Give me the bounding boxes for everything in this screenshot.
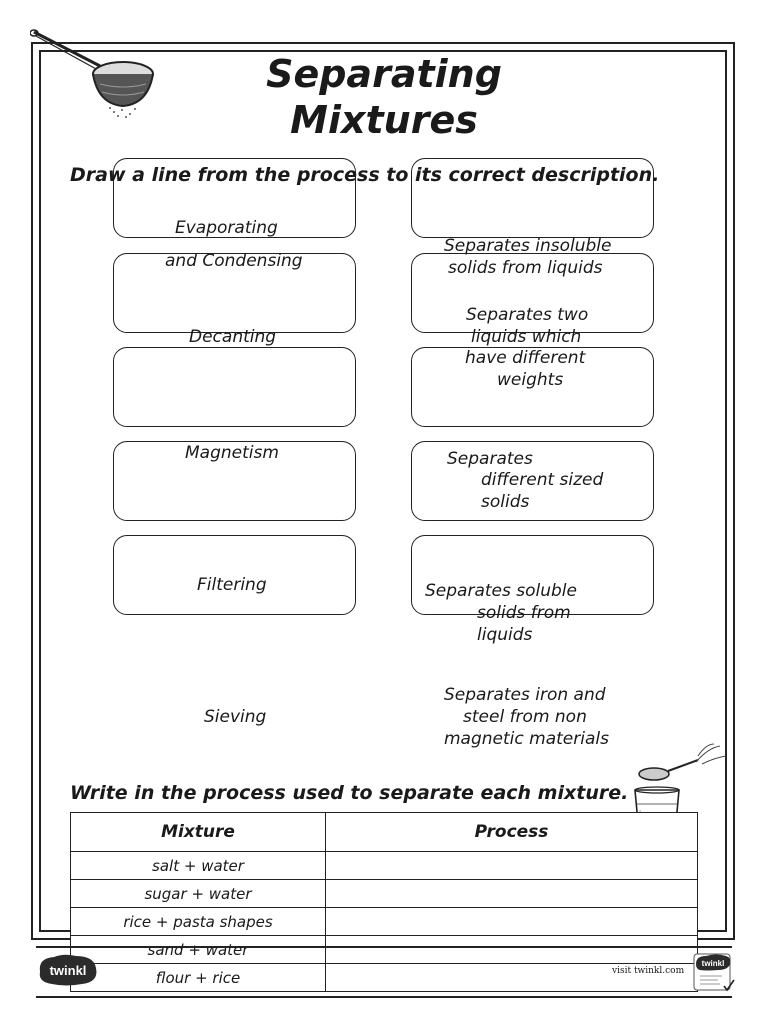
header-process: Process <box>325 812 698 852</box>
sieve-icon <box>30 29 154 118</box>
process-magnetism: Magnetism <box>185 443 279 463</box>
desc-soluble-line-3: liquids <box>477 625 533 645</box>
header-mixture: Mixture <box>70 812 326 852</box>
description-box-4[interactable] <box>411 441 654 521</box>
title-line-1: Separating <box>266 52 502 96</box>
spoon-icon <box>638 743 727 781</box>
mixture-cell: sand + water <box>70 935 326 964</box>
desc-two-liquids-line-3: have different <box>465 348 586 368</box>
desc-soluble-line-2: solids from <box>477 603 571 623</box>
process-decanting: Decanting <box>189 327 277 347</box>
process-box-1[interactable] <box>113 158 356 238</box>
description-box-3[interactable] <box>411 347 654 427</box>
description-box-1[interactable] <box>411 158 654 238</box>
table-row: sand + water <box>70 935 698 964</box>
desc-two-liquids-line-2: liquids which <box>471 327 582 347</box>
desc-sized-line-3: solids <box>481 492 530 512</box>
desc-iron-line-2: steel from non <box>463 707 587 727</box>
table-row: sugar + water <box>70 879 698 908</box>
description-box-2[interactable] <box>411 253 654 333</box>
process-filtering: Filtering <box>197 575 267 595</box>
process-answer-cell[interactable] <box>325 907 698 936</box>
check-icon <box>723 979 735 992</box>
table-row: salt + water <box>70 851 698 880</box>
mixture-cell: rice + pasta shapes <box>70 907 326 936</box>
desc-two-liquids-line-4: weights <box>497 370 564 390</box>
process-evaporating-line-2: and Condensing <box>165 251 303 271</box>
process-answer-cell[interactable] <box>325 851 698 880</box>
table-row: flour + rice <box>70 963 698 992</box>
desc-sized-line-1: Separates <box>447 449 533 469</box>
table-row: rice + pasta shapes <box>70 907 698 936</box>
twinkl-badge: twinkl <box>693 953 735 992</box>
process-box-5[interactable] <box>113 535 356 615</box>
process-box-4[interactable] <box>113 441 356 521</box>
desc-insoluble-line-2: solids from liquids <box>448 258 603 278</box>
footer-line-top <box>36 946 732 948</box>
table-instruction: Write in the process used to separate ea… <box>70 782 629 804</box>
twinkl-badge-text: twinkl <box>702 959 725 968</box>
desc-two-liquids-line-1: Separates two <box>466 305 589 325</box>
mixture-cell: flour + rice <box>70 963 326 992</box>
table-header-row: Mixture Process <box>70 812 698 852</box>
desc-soluble-line-1: Separates soluble <box>425 581 577 601</box>
desc-sized-line-2: different sized <box>481 470 604 490</box>
mixture-table: Mixture Process salt + water sugar + wat… <box>70 812 698 992</box>
process-box-2[interactable] <box>113 253 356 333</box>
process-answer-cell[interactable] <box>325 879 698 908</box>
description-box-5[interactable] <box>411 535 654 615</box>
mixture-cell: sugar + water <box>70 879 326 908</box>
matching-instruction: Draw a line from the process to its corr… <box>70 164 660 186</box>
mixture-cell: salt + water <box>70 851 326 880</box>
title-line-2: Mixtures <box>290 98 478 142</box>
process-answer-cell[interactable] <box>325 935 698 964</box>
process-answer-cell[interactable] <box>325 963 698 992</box>
process-sieving: Sieving <box>204 707 267 727</box>
twinkl-logo-text: twinkl <box>50 963 87 978</box>
visit-link[interactable]: visit twinkl.com <box>612 966 685 976</box>
footer-line-bottom <box>36 996 732 998</box>
process-evaporating-line-1: Evaporating <box>175 218 278 238</box>
process-box-3[interactable] <box>113 347 356 427</box>
desc-iron-line-3: magnetic materials <box>444 729 609 749</box>
desc-iron-line-1: Separates iron and <box>444 685 606 705</box>
desc-insoluble-line-1: Separates insoluble <box>444 236 612 256</box>
twinkl-logo: twinkl <box>39 954 97 986</box>
